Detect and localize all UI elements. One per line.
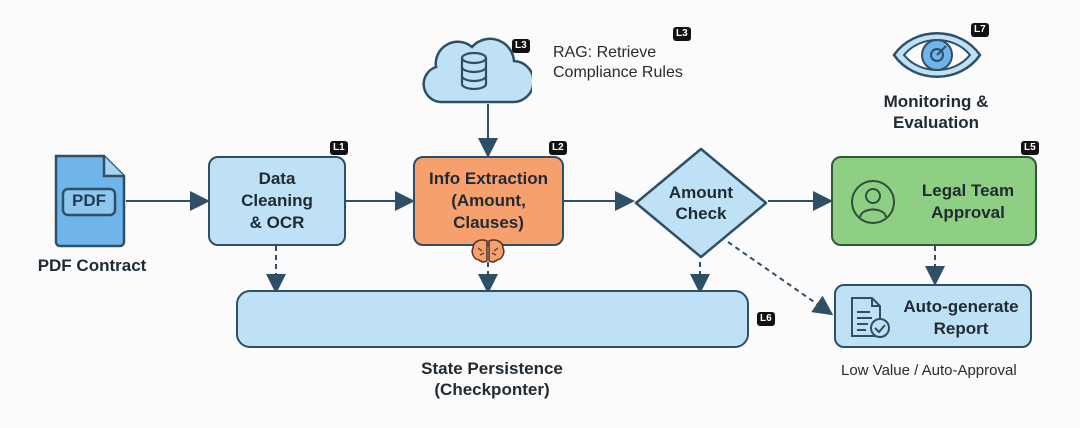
state-line1: State Persistence (421, 359, 563, 378)
pdf-file-icon[interactable] (52, 152, 128, 248)
badge-l2: L2 (549, 141, 567, 155)
auto-report-node[interactable]: Auto-generate Report (834, 284, 1032, 348)
dashed-check-to-report (727, 241, 834, 316)
amount-check-line2: Check (675, 204, 727, 223)
extraction-line2: (Amount, (451, 191, 526, 210)
badge-l3-text: L3 (673, 27, 691, 41)
extraction-line3: Clauses) (453, 213, 524, 232)
cloud-database-icon (422, 37, 532, 104)
amount-check-diamond[interactable] (632, 146, 770, 260)
legal-label: Legal Team Approval (909, 180, 1027, 224)
report-caption: Low Value / Auto-Approval (841, 362, 1017, 379)
cleaning-line1: Data (258, 169, 296, 188)
info-extraction-node[interactable]: Info Extraction (Amount, Clauses) (413, 156, 564, 246)
legal-approval-node[interactable]: Legal Team Approval (831, 156, 1037, 246)
badge-l1: L1 (330, 141, 348, 155)
cleaning-line2: Cleaning (241, 191, 313, 210)
amount-check-label: Amount Check (652, 182, 750, 224)
monitoring-line1: Monitoring & (883, 92, 989, 111)
badge-l6: L6 (757, 312, 775, 326)
extraction-line1: Info Extraction (428, 169, 548, 188)
legal-line1: Legal Team (921, 181, 1015, 200)
eye-icon (892, 32, 982, 78)
state-persistence-node[interactable] (236, 290, 749, 348)
monitoring-line2: Evaluation (893, 113, 979, 132)
rag-label: RAG: Retrieve Compliance Rules (553, 43, 683, 83)
state-label: State Persistence (Checkponter) (392, 358, 592, 400)
state-line2: (Checkponter) (434, 380, 550, 399)
rag-line1: RAG: Retrieve (553, 44, 657, 61)
report-check-icon (851, 297, 890, 338)
badge-l7: L7 (971, 23, 989, 37)
report-line1: Auto-generate (903, 297, 1019, 316)
badge-l3-icon: L3 (512, 39, 530, 53)
badge-l5: L5 (1021, 141, 1039, 155)
report-line2: Report (933, 319, 989, 338)
legal-line2: Approval (931, 203, 1005, 222)
monitoring-label: Monitoring & Evaluation (866, 91, 1006, 133)
pdf-icon-text: PDF (72, 191, 106, 210)
pdf-contract-label: PDF Contract (37, 256, 147, 275)
rag-line2: Compliance Rules (553, 64, 683, 81)
amount-check-line1: Amount (668, 183, 734, 202)
data-cleaning-node[interactable]: Data Cleaning & OCR (208, 156, 346, 246)
user-icon (851, 180, 895, 224)
report-label: Auto-generate Report (898, 296, 1024, 340)
cleaning-line3: & OCR (249, 213, 305, 232)
brain-icon (471, 239, 505, 263)
